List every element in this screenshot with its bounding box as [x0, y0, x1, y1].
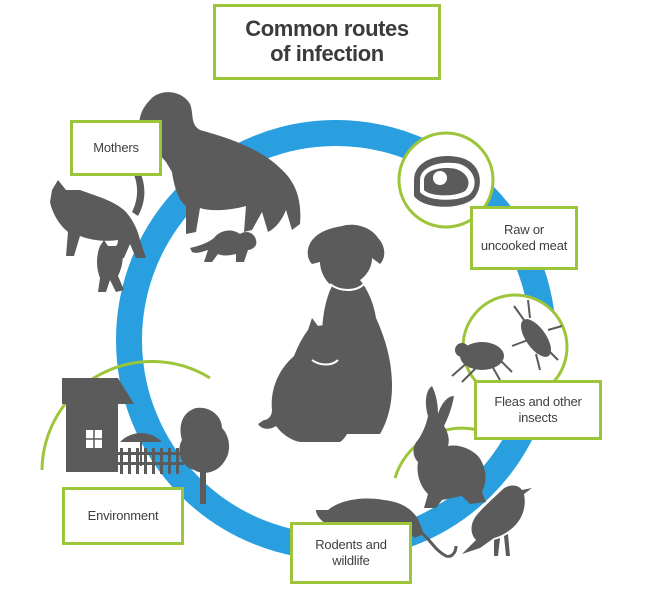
fence-icon	[118, 448, 184, 474]
central-cat-collar	[311, 359, 339, 366]
flea-icon	[451, 342, 513, 383]
puppy-silhouette	[190, 230, 257, 262]
route-label-fleas: Fleas and other insects	[474, 380, 602, 440]
central-pets	[258, 224, 392, 442]
raw-meat-label: Raw or uncooked meat	[480, 222, 568, 253]
mothers-label: Mothers	[93, 140, 139, 156]
route-label-environment: Environment	[62, 487, 184, 545]
kitten-silhouette	[97, 240, 124, 292]
central-cat-silhouette	[258, 318, 353, 442]
environment-green-arc	[40, 359, 211, 471]
mother-dog-silhouette	[139, 92, 301, 234]
title-line-2: of infection	[270, 41, 384, 66]
environment-scene	[62, 378, 230, 504]
environment-label: Environment	[87, 508, 159, 524]
raw-meat-icon-group	[397, 131, 495, 229]
route-label-rodents: Rodents and wildlife	[290, 522, 412, 584]
mothers-animals	[50, 92, 301, 292]
title-line-1: Common routes	[245, 16, 409, 42]
central-dog-collar	[329, 283, 365, 291]
mother-cat-silhouette	[50, 162, 146, 258]
tree-icon	[179, 407, 230, 504]
cockroach-icon	[511, 299, 563, 371]
rodents-label: Rodents and wildlife	[315, 537, 387, 568]
route-label-mothers: Mothers	[70, 120, 162, 176]
fleas-label: Fleas and other insects	[494, 394, 582, 425]
bird-silhouette	[462, 485, 532, 556]
steak-icon	[414, 156, 480, 207]
diagram-title: Common routes of infection	[213, 4, 441, 80]
route-label-raw-meat: Raw or uncooked meat	[470, 206, 578, 270]
rabbit-silhouette	[413, 386, 486, 508]
rat-tail	[417, 528, 458, 558]
insects-icon-group	[451, 293, 569, 401]
house-icon	[62, 378, 134, 472]
